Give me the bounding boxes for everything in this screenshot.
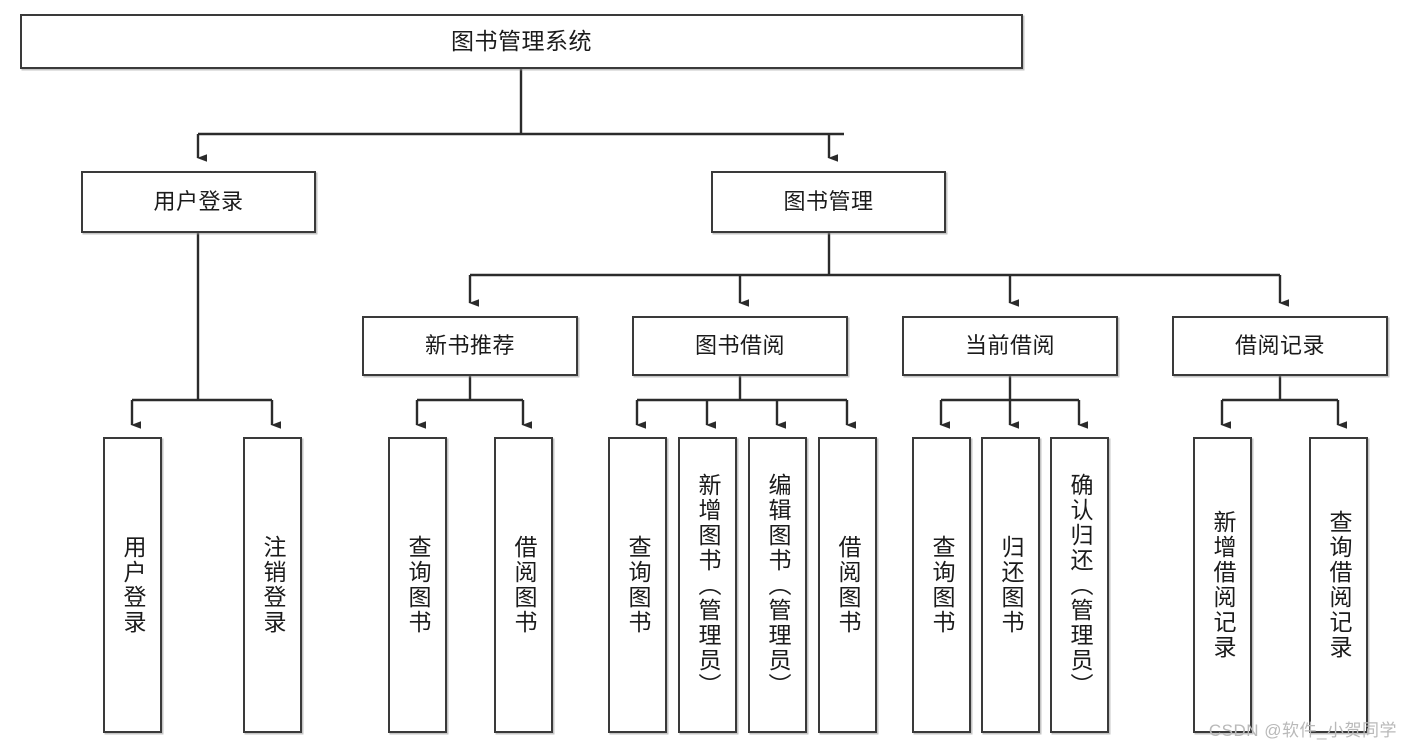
node-leaf-br-query-label: 查询借阅记录 xyxy=(1326,510,1352,660)
node-leaf-rec-query[interactable]: 查询图书 xyxy=(388,437,447,733)
node-user-login[interactable]: 用户登录 xyxy=(81,171,316,233)
node-leaf-logout-label: 注销登录 xyxy=(260,535,286,635)
node-leaf-rec-borrow-label: 借阅图书 xyxy=(511,535,537,635)
node-leaf-rec-query-label: 查询图书 xyxy=(405,535,431,635)
node-leaf-bb-borrow-label: 借阅图书 xyxy=(835,535,861,635)
node-leaf-cb-return[interactable]: 归还图书 xyxy=(981,437,1040,733)
node-leaf-bb-query[interactable]: 查询图书 xyxy=(608,437,667,733)
node-book-manage-label: 图书管理 xyxy=(783,188,874,214)
node-book-borrow-label: 图书借阅 xyxy=(694,332,785,358)
node-leaf-user-login[interactable]: 用户登录 xyxy=(103,437,162,733)
node-leaf-br-add-label: 新增借阅记录 xyxy=(1210,510,1236,660)
node-leaf-cb-confirm-label: 确认归还（管理员） xyxy=(1067,472,1093,698)
node-root-label: 图书管理系统 xyxy=(451,27,592,54)
node-borrow-record[interactable]: 借阅记录 xyxy=(1172,316,1388,376)
node-leaf-logout[interactable]: 注销登录 xyxy=(243,437,302,733)
node-leaf-cb-return-label: 归还图书 xyxy=(998,535,1024,635)
node-leaf-br-query[interactable]: 查询借阅记录 xyxy=(1309,437,1368,733)
node-leaf-bb-edit-label: 编辑图书（管理员） xyxy=(765,472,791,698)
node-current-borrow[interactable]: 当前借阅 xyxy=(902,316,1118,376)
node-leaf-bb-query-label: 查询图书 xyxy=(625,535,651,635)
node-borrow-record-label: 借阅记录 xyxy=(1234,332,1325,358)
node-leaf-cb-confirm[interactable]: 确认归还（管理员） xyxy=(1050,437,1109,733)
node-user-login-label: 用户登录 xyxy=(153,188,244,214)
node-leaf-bb-add[interactable]: 新增图书（管理员） xyxy=(678,437,737,733)
node-leaf-rec-borrow[interactable]: 借阅图书 xyxy=(494,437,553,733)
node-leaf-bb-add-label: 新增图书（管理员） xyxy=(695,472,721,698)
node-leaf-bb-edit[interactable]: 编辑图书（管理员） xyxy=(748,437,807,733)
node-leaf-br-add[interactable]: 新增借阅记录 xyxy=(1193,437,1252,733)
node-leaf-bb-borrow[interactable]: 借阅图书 xyxy=(818,437,877,733)
node-new-book-rec[interactable]: 新书推荐 xyxy=(362,316,578,376)
node-leaf-user-login-label: 用户登录 xyxy=(120,535,146,635)
node-root[interactable]: 图书管理系统 xyxy=(20,14,1023,69)
node-current-borrow-label: 当前借阅 xyxy=(964,332,1055,358)
node-leaf-cb-query[interactable]: 查询图书 xyxy=(912,437,971,733)
node-book-manage[interactable]: 图书管理 xyxy=(711,171,946,233)
watermark-text: CSDN @软件_小贺同学 xyxy=(1208,721,1397,740)
node-book-borrow[interactable]: 图书借阅 xyxy=(632,316,848,376)
node-leaf-cb-query-label: 查询图书 xyxy=(929,535,955,635)
node-new-book-rec-label: 新书推荐 xyxy=(424,332,515,358)
